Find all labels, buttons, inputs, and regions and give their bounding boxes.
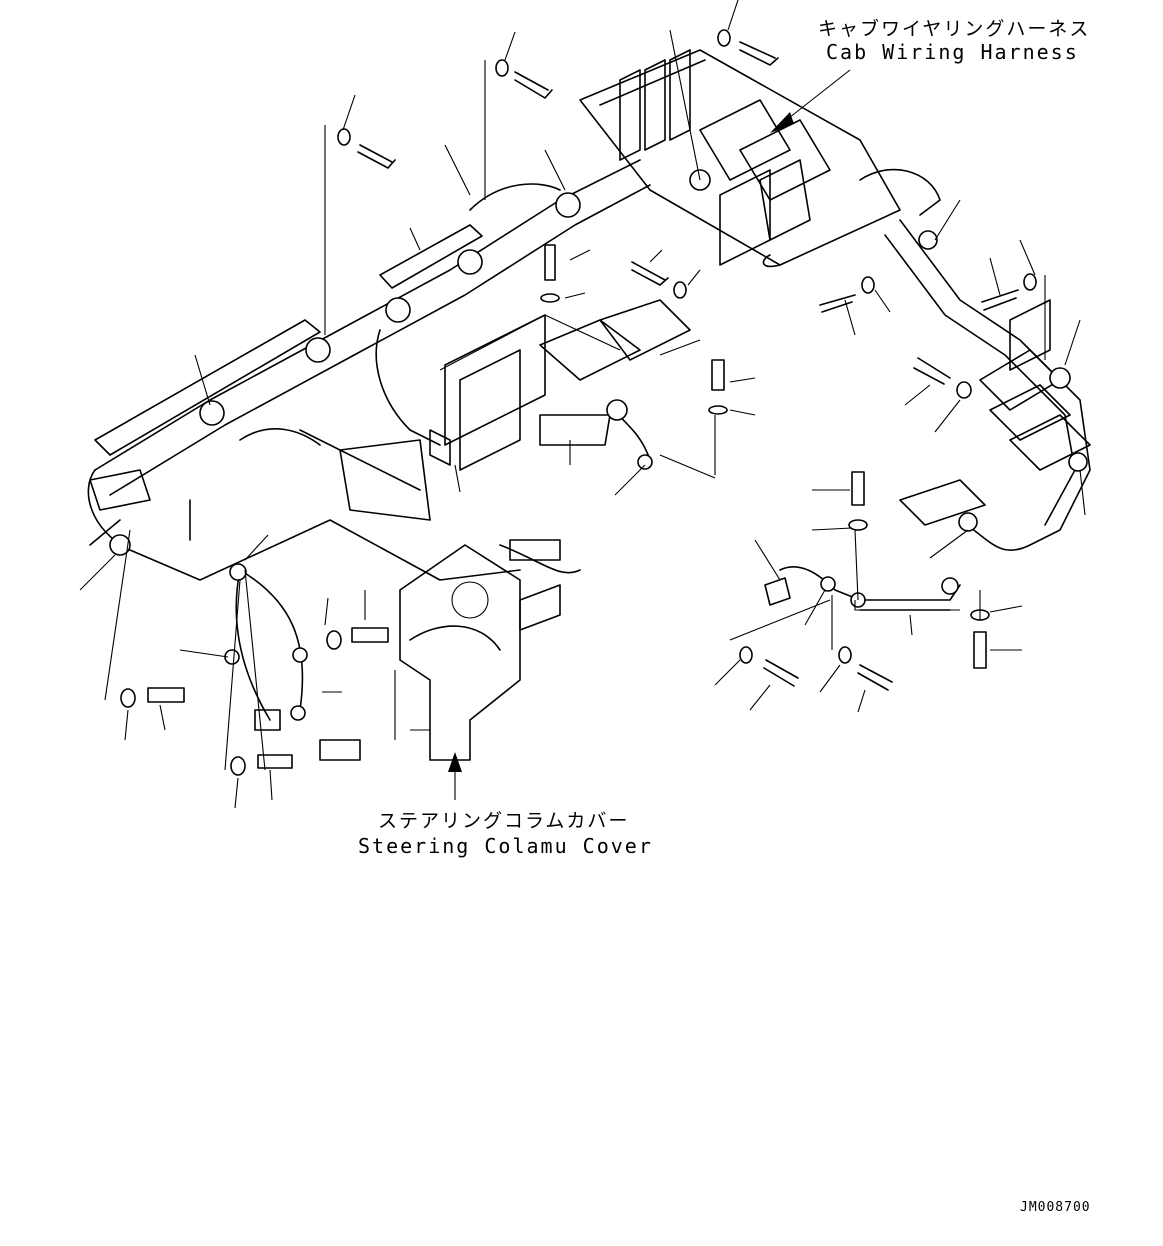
callout-arrows [448, 69, 851, 800]
leader-lines [79, 0, 1086, 809]
left-wiring [87, 428, 521, 761]
harness-trunk [94, 159, 651, 496]
lower-right-harness [764, 479, 1031, 611]
relay-block [579, 49, 941, 268]
hardware [120, 29, 1037, 776]
right-branch [884, 219, 1091, 546]
steering-cover-label-jp: ステアリングコラムカバー [378, 810, 630, 832]
steering-column-cover [394, 539, 581, 761]
drawing-code: JM008700 [1020, 1200, 1091, 1215]
steering-cover-label-en: Steering Colamu Cover [358, 834, 653, 858]
center-connector-cluster [375, 299, 691, 471]
cab-harness-label-en: Cab Wiring Harness [826, 40, 1079, 64]
cab-harness-label-jp: キャブワイヤリングハーネス [818, 18, 1091, 40]
